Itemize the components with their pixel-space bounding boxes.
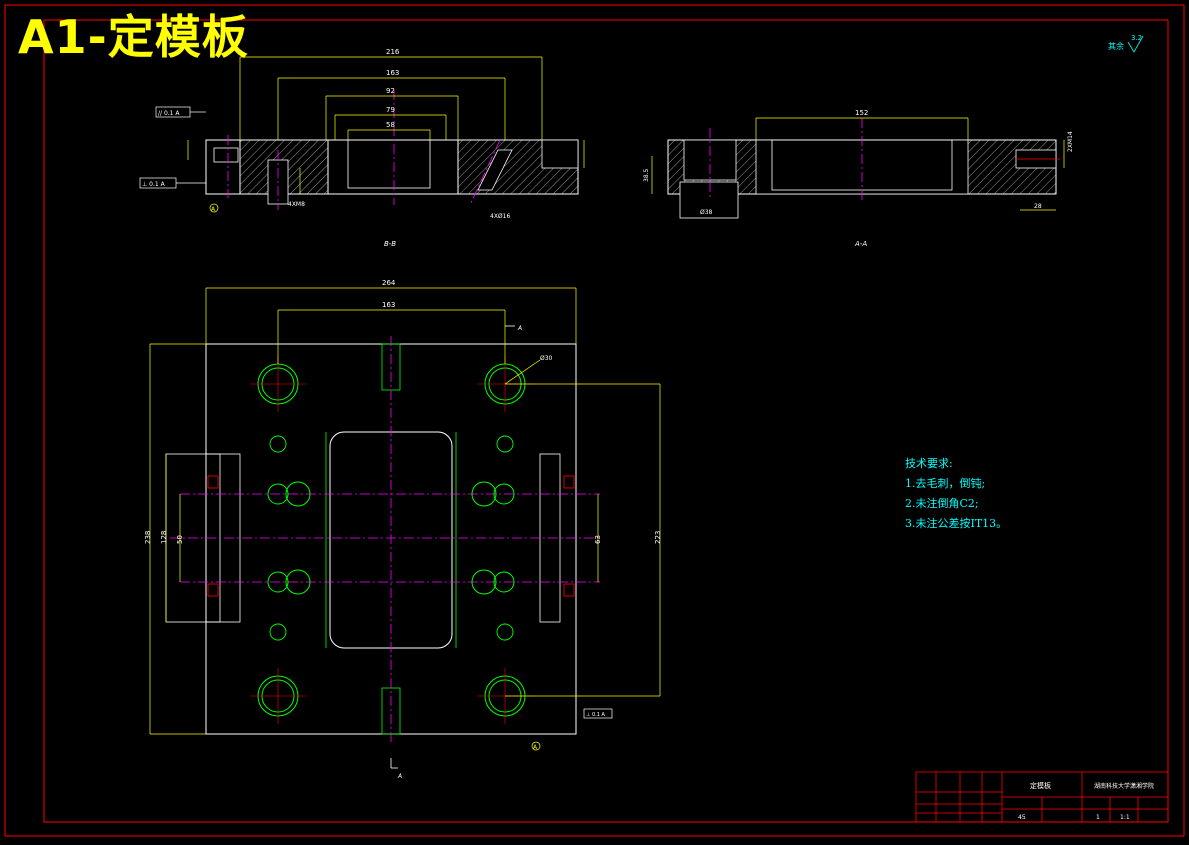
dim-63: 63 (594, 535, 602, 544)
datum-a-bb: A (211, 206, 216, 213)
section-marker-a (390, 325, 515, 769)
notes-item-1: 1.去毛刺，倒钝; (905, 477, 986, 490)
roughness-value: 3.2 (1131, 34, 1142, 42)
inner-frame (43, 19, 1169, 823)
dim-223: 223 (654, 531, 662, 544)
view-label-aa: A-A (854, 240, 867, 248)
section-mark-a-top: A (517, 325, 522, 332)
svg-text:// 0.1 A: // 0.1 A (158, 110, 180, 117)
dim-aa-38: 38.5 (643, 168, 650, 182)
section-aa: 152 2XM14 28 38.5 Ø38 A-A (643, 109, 1074, 248)
title-part-name: 定模板 (1030, 781, 1051, 790)
sheet-title: A1-定模板 (18, 10, 249, 64)
outer-frame (4, 4, 1185, 837)
technical-requirements: 技术要求: 1.去毛刺，倒钝; 2.未注倒角C2; 3.未注公差按IT13。 (905, 454, 1007, 534)
view-label-bb: B-B (384, 240, 396, 248)
plan-view: 264 163 238 128 50 63 223 Ø30 A A ⊥ 0.1 … (144, 279, 662, 780)
dim-163-plan: 163 (382, 301, 395, 309)
title-scale: 1:1 (1120, 814, 1130, 821)
section-bb: 216 163 92 79 58 4XM8 4XØ16 // 0.1 A ⊥ 0… (139, 48, 585, 248)
dim-aa-28: 28 (1034, 203, 1042, 210)
title-block (915, 771, 1169, 823)
dim-58: 58 (386, 121, 395, 129)
dim-bb-4x: 4XØ16 (490, 213, 510, 220)
guide-holes (257, 363, 526, 717)
title-material: 45 (1018, 814, 1026, 821)
dim-152: 152 (855, 109, 868, 117)
notes-heading: 技术要求: (905, 457, 953, 470)
dim-aa-slot: Ø38 (700, 209, 713, 216)
datum-a-plan: A (533, 744, 538, 751)
tolerance-plan: ⊥ 0.1 A (583, 708, 613, 719)
title-school: 湖南科技大学潇湘学院 (1094, 782, 1154, 790)
dim-92: 92 (386, 87, 395, 95)
dim-238: 238 (144, 531, 152, 544)
dim-79: 79 (386, 106, 395, 114)
dim-264: 264 (382, 279, 396, 287)
dim-216: 216 (386, 48, 400, 56)
dim-128: 128 (160, 531, 168, 544)
dim-bb-slot: 4XM8 (288, 201, 305, 208)
dim-aa-thread: 2XM14 (1067, 131, 1074, 152)
svg-text:⊥ 0.1 A: ⊥ 0.1 A (142, 181, 166, 188)
tolerance-perpendicular: ⊥ 0.1 A (139, 177, 206, 189)
tolerance-parallel: // 0.1 A (155, 106, 206, 118)
roughness-prefix: 其余 (1108, 41, 1124, 51)
title-qty: 1 (1096, 814, 1100, 821)
hole-label: Ø30 (540, 355, 553, 362)
notes-item-3: 3.未注公差按IT13。 (905, 517, 1008, 530)
notes-item-2: 2.未注倒角C2; (905, 497, 979, 510)
section-mark-a-bottom: A (397, 773, 402, 780)
roughness-symbol: 其余 3.2 (1108, 34, 1144, 53)
svg-text:⊥ 0.1 A: ⊥ 0.1 A (586, 712, 605, 718)
dim-50: 50 (176, 535, 184, 544)
dim-163-top: 163 (386, 69, 399, 77)
